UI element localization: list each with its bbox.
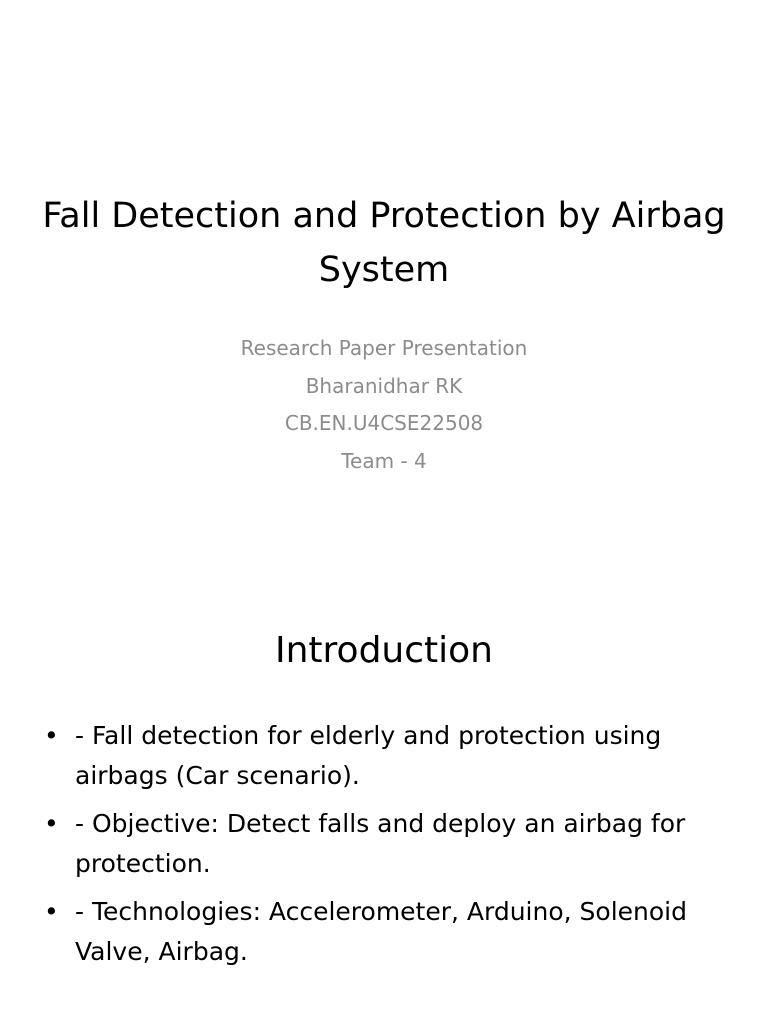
bullet-icon: • bbox=[44, 897, 59, 926]
subtitle-presentation-type: Research Paper Presentation bbox=[240, 336, 528, 360]
slide-title: Fall Detection and Protection by Airbag … bbox=[42, 196, 726, 290]
subtitle-author-name: Bharanidhar RK bbox=[305, 373, 463, 398]
slide-title: Introduction bbox=[274, 630, 493, 671]
bullet-text: - Objective: Detect falls and deploy an … bbox=[75, 809, 686, 878]
bullet-icon: • bbox=[44, 721, 59, 750]
list-item: • - Objective: Detect falls and deploy a… bbox=[40, 804, 720, 884]
introduction-slide: Introduction • - Fall detection for elde… bbox=[0, 540, 768, 1024]
title-slide: Fall Detection and Protection by Airbag … bbox=[40, 196, 728, 480]
bullet-icon: • bbox=[44, 809, 59, 838]
bullet-text: - Technologies: Accelerometer, Arduino, … bbox=[75, 897, 687, 966]
subtitle-team: Team - 4 bbox=[341, 448, 427, 473]
list-item: • - Technologies: Accelerometer, Arduino… bbox=[40, 892, 720, 972]
bullet-list: • - Fall detection for elderly and prote… bbox=[40, 716, 720, 980]
bullet-text: - Fall detection for elderly and protect… bbox=[75, 721, 662, 790]
subtitle-roll-number: CB.EN.U4CSE22508 bbox=[284, 411, 484, 435]
list-item: • - Fall detection for elderly and prote… bbox=[40, 716, 720, 796]
slide-subtitle: Research Paper Presentation Bharanidhar … bbox=[40, 330, 728, 480]
